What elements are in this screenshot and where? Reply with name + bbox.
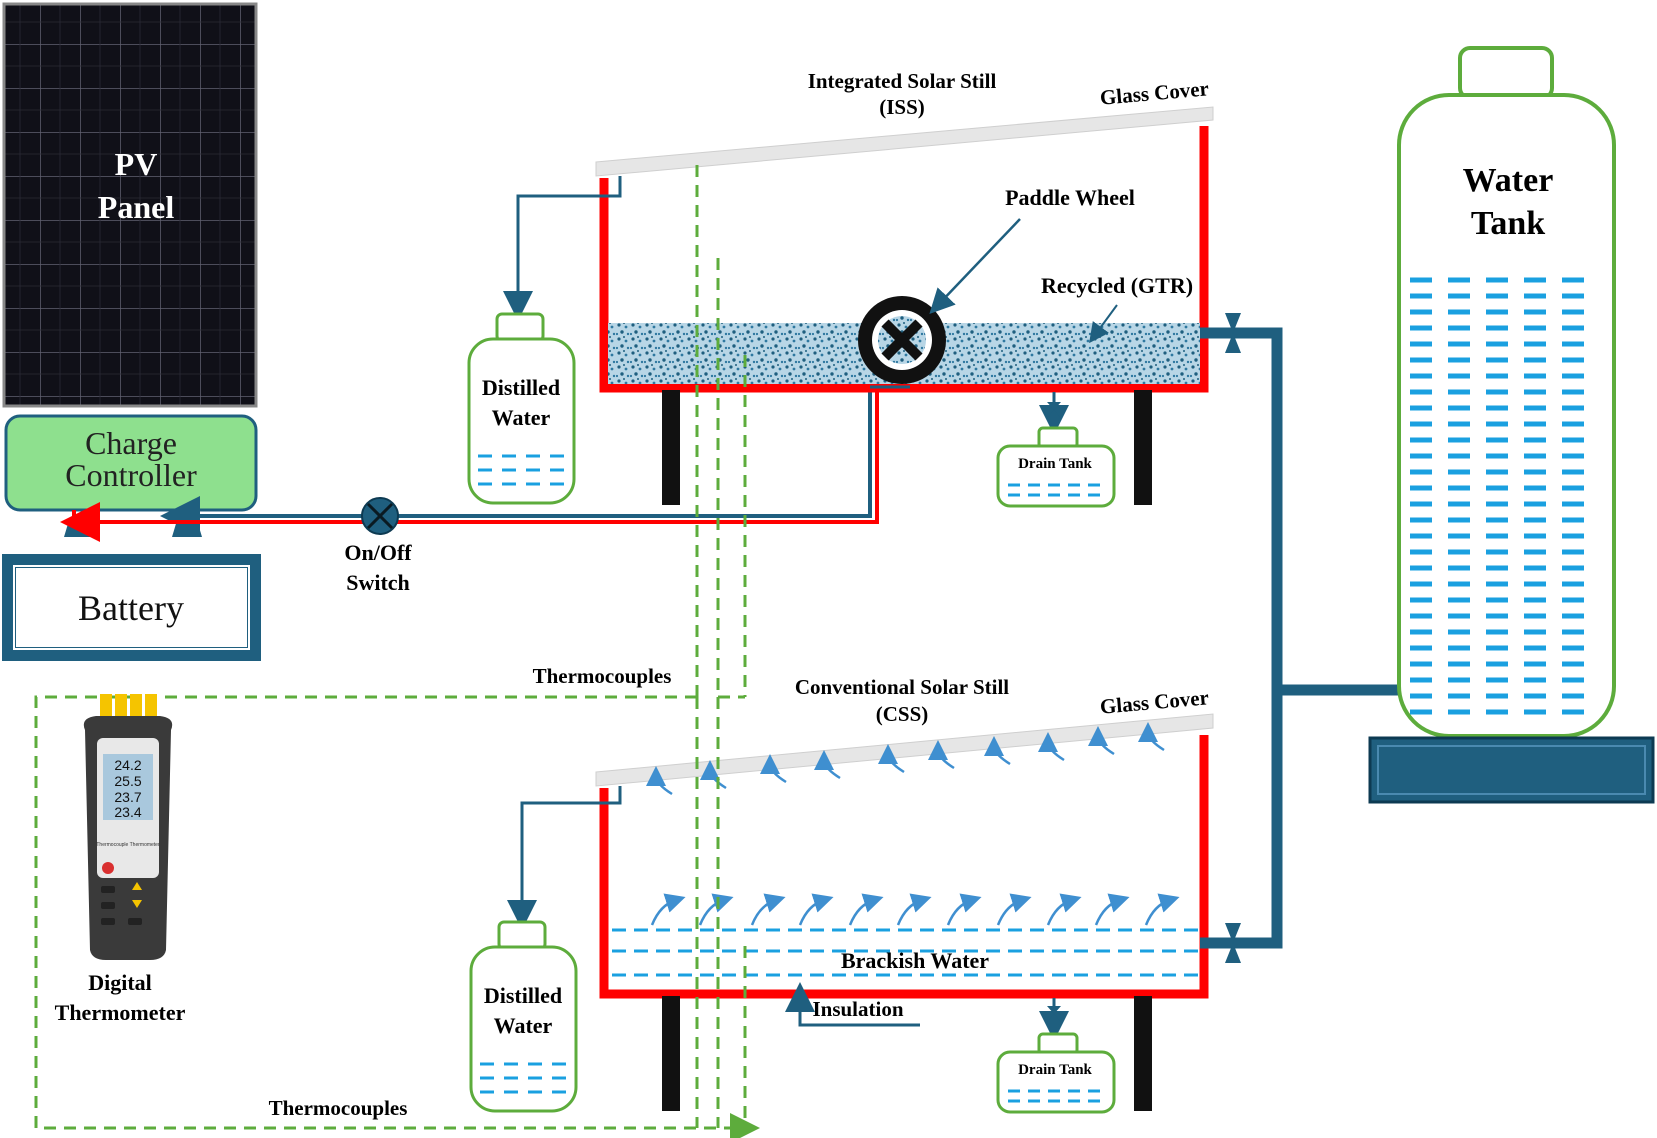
- thermometer-label-1: Digital: [88, 970, 152, 995]
- css-thermocouples-label: Thermocouples: [269, 1096, 408, 1120]
- brackish-water-label: Brackish Water: [841, 948, 989, 973]
- pv-panel-label-2: Panel: [98, 189, 175, 225]
- pv-panel-label-1: PV: [115, 146, 158, 182]
- iss-glass-cover-label: Glass Cover: [1099, 76, 1210, 109]
- css-glass-cover-label: Glass Cover: [1099, 685, 1210, 718]
- charge-controller-label-2: Controller: [65, 457, 197, 493]
- integrated-solar-still: Integrated Solar Still (ISS) Glass Cover…: [467, 69, 1214, 699]
- paddle-wheel-label: Paddle Wheel: [1005, 185, 1135, 210]
- iss-title-1: Integrated Solar Still: [808, 69, 997, 93]
- css-glass-cover: [595, 713, 1214, 787]
- css-leg-right: [1134, 996, 1152, 1111]
- water-tank: Water Tank: [1368, 46, 1655, 804]
- on-off-switch: On/Off Switch: [344, 497, 412, 595]
- battery-label: Battery: [78, 588, 184, 628]
- battery: Battery: [2, 517, 261, 661]
- css-distilled-label-1: Distilled: [484, 983, 562, 1008]
- water-tank-label-1: Water: [1463, 162, 1554, 199]
- switch-label-2: Switch: [346, 570, 410, 595]
- charge-controller: Charge Controller: [4, 414, 258, 512]
- thermometer-label-2: Thermometer: [55, 1000, 186, 1025]
- thermo-brand: Thermocouple Thermometer: [96, 842, 160, 848]
- water-tank-label-2: Tank: [1471, 205, 1545, 242]
- css-drain-tank: Drain Tank: [996, 1032, 1116, 1114]
- css-title-1: Conventional Solar Still: [795, 675, 1009, 699]
- thermo-reading-3: 23.7: [114, 789, 141, 805]
- css-distilled-water-bottle: Distilled Water: [469, 920, 578, 1113]
- css-leg-left: [662, 996, 680, 1111]
- iss-title-2: (ISS): [879, 95, 925, 119]
- css-title-2: (CSS): [876, 702, 929, 726]
- css-inlet-valve: [1225, 923, 1241, 963]
- iss-leg-left: [662, 390, 680, 505]
- charge-controller-label-1: Charge: [85, 425, 177, 461]
- thermo-reading-4: 23.4: [114, 804, 141, 820]
- iss-distilled-water-bottle: Distilled Water: [467, 312, 576, 505]
- iss-glass-cover: [595, 106, 1214, 177]
- iss-drain-tank: Drain Tank: [996, 426, 1116, 508]
- iss-distilled-label-1: Distilled: [482, 375, 560, 400]
- switch-label-1: On/Off: [344, 540, 412, 565]
- conventional-solar-still: Conventional Solar Still (CSS) Glass Cov…: [34, 675, 1214, 1138]
- insulation-label: Insulation: [812, 997, 903, 1021]
- iss-distilled-label-2: Water: [492, 405, 551, 430]
- iss-leg-right: [1134, 390, 1152, 505]
- iss-inlet-valve: [1225, 313, 1241, 353]
- pv-panel: PV Panel: [2, 2, 258, 408]
- water-supply-piping: [1200, 327, 1408, 949]
- tank-water-level: [1410, 277, 1584, 715]
- thermo-reading-2: 25.5: [114, 773, 141, 789]
- thermo-reading-1: 24.2: [114, 757, 141, 773]
- condensation-arrows: [646, 722, 1165, 796]
- css-basin-frame: [599, 735, 1209, 999]
- recycled-gtr-label: Recycled (GTR): [1041, 273, 1193, 298]
- css-distilled-label-2: Water: [494, 1013, 553, 1038]
- digital-thermometer: 24.2 25.5 23.7 23.4 Thermocouple Thermom…: [55, 694, 186, 1025]
- evaporation-arrows: [650, 893, 1180, 926]
- brackish-water: [612, 928, 1198, 977]
- paddle-wheel: [858, 296, 946, 384]
- iss-drain-tank-label: Drain Tank: [1018, 456, 1092, 472]
- css-drain-tank-label: Drain Tank: [1018, 1062, 1092, 1078]
- iss-thermocouples-label: Thermocouples: [533, 664, 672, 688]
